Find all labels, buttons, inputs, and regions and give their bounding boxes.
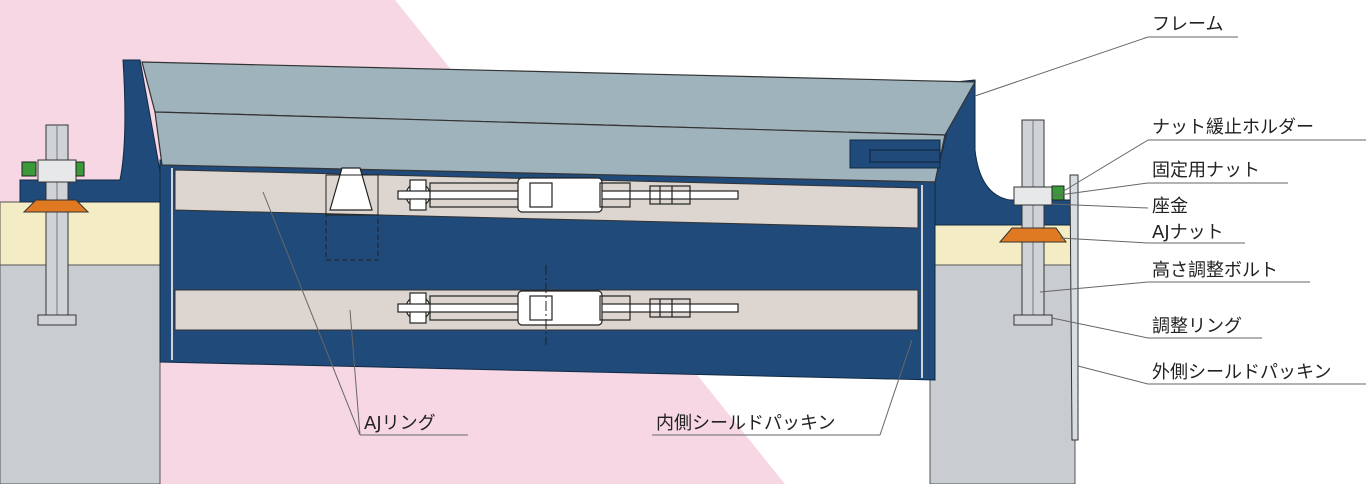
upper-turnbuckle (397, 177, 739, 213)
label-inner-packing: 内側シールドパッキン (656, 413, 835, 434)
left-fixing-nut (37, 159, 77, 183)
right-aj-nut (998, 227, 1067, 243)
label-aj-nut: AJナット (1152, 222, 1224, 243)
frame-lower-beam (154, 111, 946, 183)
right-concrete-base (929, 264, 1076, 484)
ring-wedge (329, 167, 373, 211)
left-holder-right (75, 161, 85, 177)
label-adjust-ring: 調整リング (1152, 316, 1242, 337)
outer-shield-packing (1069, 174, 1079, 441)
lower-turnbuckle (397, 290, 739, 326)
label-height-bolt: 高さ調整ボルト (1152, 260, 1278, 281)
label-washer: 座金 (1152, 196, 1188, 217)
right-fixing-nut (1013, 186, 1053, 206)
ring-wedge-hidden (325, 214, 379, 261)
leader-lines (262, 36, 1366, 436)
label-outer-packing: 外側シールドパッキン (1152, 362, 1331, 383)
label-aj-ring: AJリング (364, 413, 436, 434)
left-concrete-base (0, 264, 161, 484)
label-nut-holder: ナット緩止ホルダー (1152, 117, 1314, 138)
label-frame: フレーム (1152, 14, 1223, 35)
left-aj-nut (22, 199, 90, 213)
label-fixing-nut: 固定用ナット (1152, 160, 1260, 181)
right-holder (1051, 185, 1065, 201)
left-holder (21, 161, 37, 177)
